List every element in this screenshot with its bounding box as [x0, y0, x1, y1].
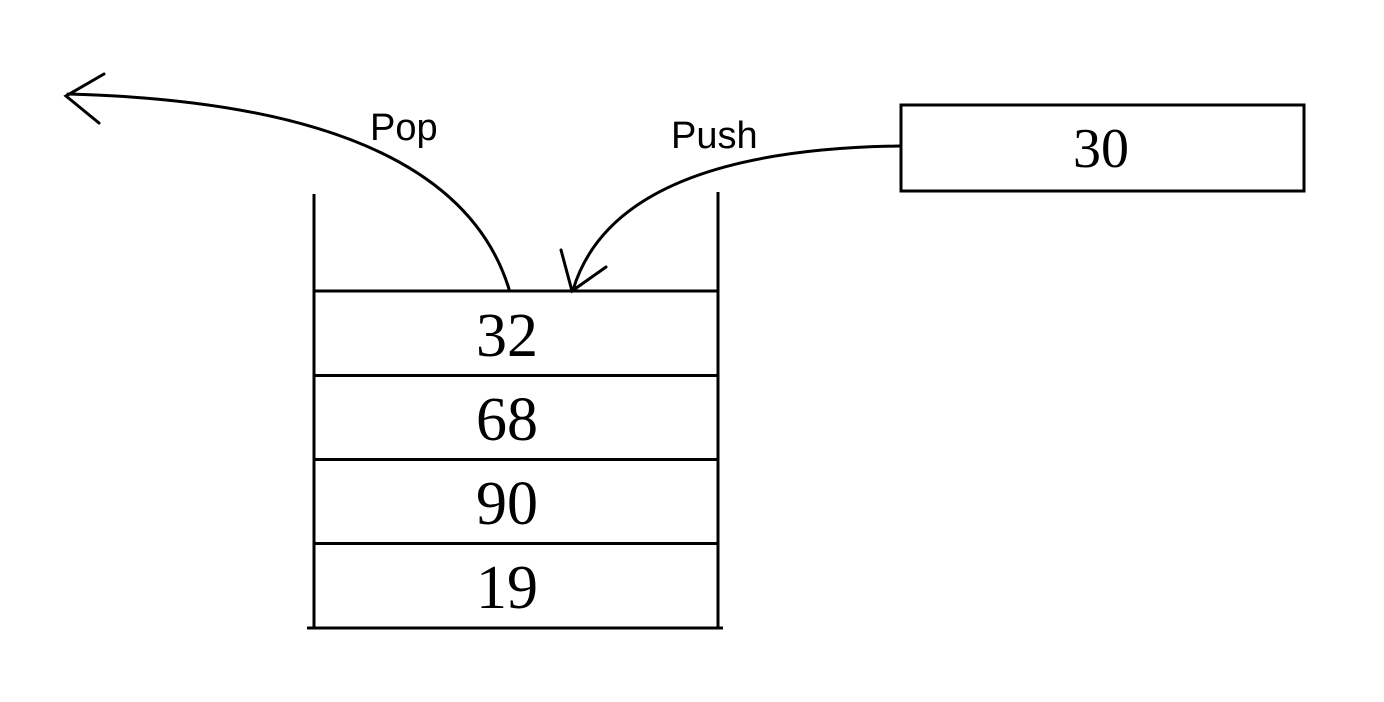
incoming-box-outline — [899, 103, 1306, 193]
push-label: Push — [671, 115, 758, 157]
push-arrowhead-icon — [559, 248, 608, 294]
stack-cell-value: 32 — [476, 302, 538, 370]
push-arrow-icon — [559, 144, 902, 294]
pop-label: Pop — [370, 107, 438, 149]
incoming-box-value: 30 — [1073, 118, 1129, 180]
push-arrow-curve — [571, 144, 902, 292]
stack-cell-value: 68 — [476, 386, 538, 454]
pop-arrowhead-icon — [63, 72, 106, 125]
incoming-element-box: 30 — [899, 103, 1306, 193]
stack-cell-value: 90 — [476, 470, 538, 538]
pop-arrow-curve — [66, 92, 511, 291]
pop-arrow-icon — [63, 72, 511, 291]
stack-cell-value: 19 — [476, 554, 538, 622]
stack-container: 32 68 90 19 — [307, 192, 723, 630]
